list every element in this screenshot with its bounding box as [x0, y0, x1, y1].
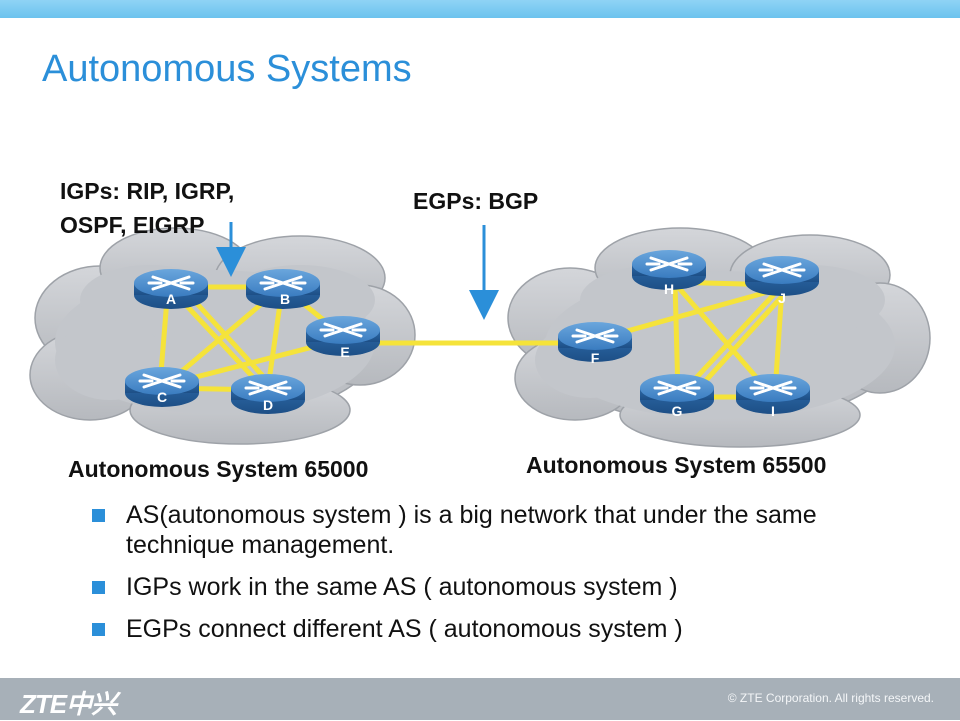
router-label-g: G	[672, 403, 683, 419]
router-label-h: H	[664, 281, 674, 297]
igp-label-line1: IGPs: RIP, IGRP,	[60, 178, 235, 204]
router-i-icon[interactable]	[736, 374, 810, 414]
bullet-list: AS(autonomous system ) is a big network …	[92, 500, 912, 656]
cloud-as-65500	[507, 227, 931, 448]
bullet-item: EGPs connect different AS ( autonomous s…	[92, 614, 912, 644]
router-g-icon[interactable]	[640, 374, 714, 414]
as-left-label: Autonomous System 65000	[68, 456, 369, 482]
router-e-icon[interactable]	[306, 316, 380, 356]
router-b-icon[interactable]	[246, 269, 320, 309]
bullet-text: EGPs connect different AS ( autonomous s…	[126, 615, 683, 643]
igp-label: IGPs: RIP, IGRP, OSPF, EIGRP	[60, 174, 234, 242]
zte-logo: ZTE中兴	[20, 689, 117, 719]
router-c-icon[interactable]	[125, 367, 199, 407]
bullet-square-icon	[92, 581, 105, 594]
router-h-icon[interactable]	[632, 250, 706, 290]
top-banner	[0, 0, 960, 18]
footer-bar: ZTE中兴 © ZTE Corporation. All rights rese…	[0, 678, 960, 720]
bullet-item: AS(autonomous system ) is a big network …	[92, 500, 912, 560]
bullet-text: AS(autonomous system ) is a big network …	[126, 501, 817, 559]
link-j-g	[679, 287, 781, 396]
bullet-item: IGPs work in the same AS ( autonomous sy…	[92, 572, 912, 602]
link-h-i	[669, 277, 773, 396]
router-label-e: E	[340, 344, 349, 360]
router-label-a: A	[166, 291, 176, 307]
egp-label: EGPs: BGP	[413, 188, 539, 214]
slide-title: Autonomous Systems	[42, 48, 412, 90]
router-a-icon[interactable]	[134, 269, 208, 309]
router-label-j: J	[778, 290, 786, 306]
router-j-icon[interactable]	[745, 256, 819, 296]
router-label-i: I	[771, 403, 775, 419]
router-label-d: D	[263, 397, 273, 413]
bullet-square-icon	[92, 509, 105, 522]
bullet-text: IGPs work in the same AS ( autonomous sy…	[126, 573, 678, 601]
router-d-icon[interactable]	[231, 374, 305, 414]
bullet-square-icon	[92, 623, 105, 636]
router-f-icon[interactable]	[558, 322, 632, 362]
router-label-b: B	[280, 291, 290, 307]
copyright-text: © ZTE Corporation. All rights reserved.	[727, 691, 934, 705]
igp-label-line2: OSPF, EIGRP	[60, 212, 205, 238]
as-right-label: Autonomous System 65500	[526, 452, 827, 478]
router-label-f: F	[591, 350, 600, 366]
router-icons	[125, 250, 819, 414]
router-label-c: C	[157, 389, 167, 405]
